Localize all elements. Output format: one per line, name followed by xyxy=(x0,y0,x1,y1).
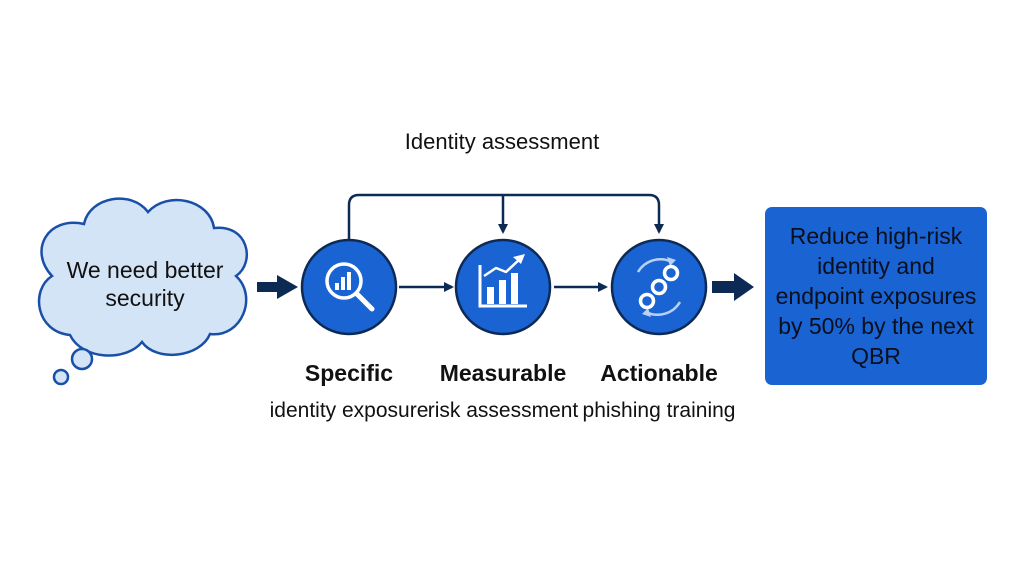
step-title-specific: Specific xyxy=(304,360,394,386)
step-circle-measurable xyxy=(454,238,552,336)
step-title-measurable: Measurable xyxy=(439,360,567,386)
thought-bubble-medium xyxy=(70,347,94,371)
step-circle-specific xyxy=(300,238,398,336)
step-desc-specific: identity exposure xyxy=(269,399,429,422)
magnifier-chart-icon xyxy=(325,262,375,312)
arrow-actionable-to-goal xyxy=(712,273,754,301)
step-circle-actionable xyxy=(610,238,708,336)
thought-bubble-small xyxy=(52,368,70,386)
step-desc-actionable: phishing training xyxy=(582,399,736,422)
thought-cloud xyxy=(37,197,248,386)
thought-cloud-shape xyxy=(37,197,248,357)
goal-box: Reduce high-risk identity and endpoint e… xyxy=(765,207,987,385)
feedback-label: Identity assessment xyxy=(404,129,600,154)
thought-text: We need better security xyxy=(66,257,224,311)
arrow-cloud-to-specific xyxy=(257,275,298,299)
bar-chart-trend-icon xyxy=(478,254,527,308)
chain-link-cycle-icon xyxy=(636,257,682,317)
step-desc-measurable: risk assessment xyxy=(427,399,579,422)
feedback-connector xyxy=(347,193,664,240)
goal-text: Reduce high-risk identity and endpoint e… xyxy=(775,223,977,369)
step-title-actionable: Actionable xyxy=(600,360,718,386)
